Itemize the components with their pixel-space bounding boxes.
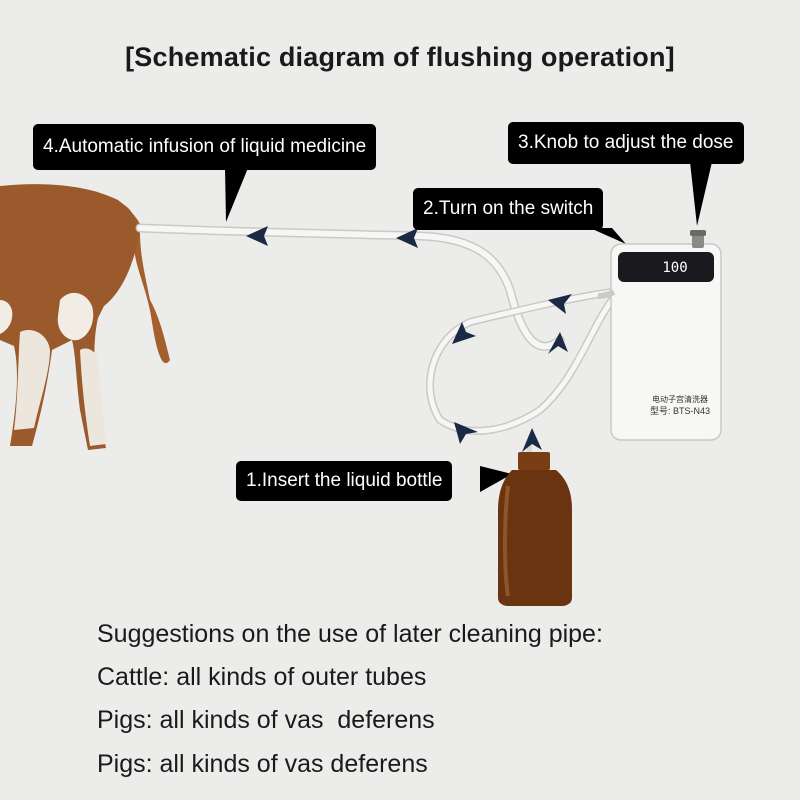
- suggestions-heading: Suggestions on the use of later cleaning…: [97, 620, 603, 648]
- step-3-callout: 3.Knob to adjust the dose: [508, 122, 744, 164]
- flow-arrows: [246, 226, 572, 452]
- device-display: 100: [662, 260, 688, 276]
- liquid-bottle: [498, 452, 572, 606]
- cow-illustration: [0, 184, 170, 451]
- suggestion-line: Pigs: all kinds of vas deferens: [97, 750, 428, 778]
- device-name-label: 电动子宫清洗器: [652, 395, 708, 404]
- step-1-callout: 1.Insert the liquid bottle: [236, 461, 453, 501]
- step-2-callout: 2.Turn on the switch: [413, 188, 604, 230]
- diagram-title: [Schematic diagram of flushing operation…: [125, 42, 675, 72]
- callout-pointers: [225, 162, 712, 492]
- suggestion-line: Pigs: all kinds of vas deferens: [97, 706, 435, 734]
- device-model-label: 型号: BTS-N43: [649, 406, 710, 416]
- step-4-callout: 4.Automatic infusion of liquid medicine: [33, 124, 377, 170]
- suggestion-line: Cattle: all kinds of outer tubes: [97, 663, 427, 691]
- flush-device: [597, 230, 722, 441]
